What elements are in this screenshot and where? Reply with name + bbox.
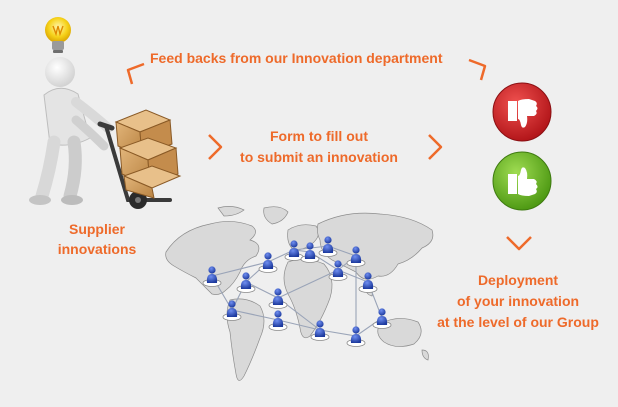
network-person-icon [284,240,304,261]
network-person-icon [328,260,348,281]
network-person-icon [318,236,338,257]
chevron-right-icon [425,132,445,162]
network-person-icon [268,288,288,309]
network-person-icon [222,300,242,321]
chevron-right-icon [205,132,225,162]
form-label-line-2: to submit an innovation [240,149,398,165]
supplier-label: Supplier innovations [32,219,162,259]
arrow-corner-right-icon [465,56,491,82]
network-person-icon [346,246,366,267]
supplier-label-line-2: innovations [57,241,137,257]
world-map-network [160,200,440,405]
chevron-down-icon [504,233,534,253]
network-person-icon [202,266,222,287]
network-person-icon [346,326,366,347]
network-person-icon [268,310,288,331]
supplier-figure [20,10,210,215]
network-person-icon [358,272,378,293]
lightbulb-icon [45,17,71,53]
feedback-label: Feed backs from our Innovation departmen… [150,50,443,66]
network-person-icon [310,320,330,341]
form-label-line-1: Form to fill out [270,128,368,144]
network-person-icon [300,242,320,263]
form-label: Form to fill out to submit an innovation [236,126,402,168]
deployment-label-line-2: of your innovation [456,293,580,309]
arrow-corner-left-icon [122,60,148,86]
deployment-label: Deployment of your innovation at the lev… [420,270,616,333]
deployment-label-line-1: Deployment [477,272,559,288]
thumbs-down-icon [491,81,553,143]
network-person-icon [236,272,256,293]
supplier-label-line-1: Supplier [68,221,125,237]
deployment-label-line-3: at the level of our Group [437,314,599,330]
network-person-icon [372,308,392,329]
network-person-icon [258,252,278,273]
thumbs-up-icon [491,150,553,212]
